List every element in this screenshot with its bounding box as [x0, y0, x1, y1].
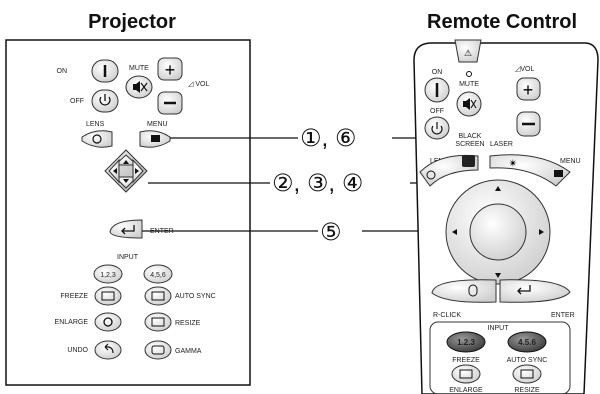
indicator-led [466, 71, 472, 77]
projector-lens-button[interactable] [81, 130, 113, 148]
projector-autosync-label: AUTO SYNC [175, 293, 216, 300]
projector-resize-label: RESIZE [175, 320, 201, 327]
remote-on-label: ON [432, 69, 443, 76]
freeze-icon [459, 369, 473, 379]
enter-icon [121, 225, 135, 235]
projector-off-label: OFF [70, 98, 84, 105]
callout-5: ⑤ [320, 219, 342, 246]
arrow-right-icon [539, 229, 544, 235]
remote-resize-label: RESIZE [514, 387, 540, 394]
plus-icon: + [523, 80, 534, 100]
menu-icon [151, 135, 160, 142]
power-off-icon [431, 122, 443, 135]
projector-gamma-label: GAMMA [175, 348, 202, 355]
remote-freeze-button[interactable] [451, 364, 481, 384]
remote-input-456-button[interactable] [507, 331, 547, 353]
remote-input-456-label: 4.5.6 [518, 338, 536, 347]
projector-autosync-button[interactable] [144, 286, 172, 306]
enter-icon [517, 285, 531, 295]
projector-lens-label: LENS [86, 121, 105, 128]
projector-dpad [104, 149, 148, 193]
remote-right-click-button[interactable] [431, 279, 497, 303]
projector-vol-up-button[interactable] [157, 57, 183, 81]
remote-dpad-center[interactable] [469, 203, 527, 261]
arrow-down-icon [495, 273, 501, 278]
remote-enter-button[interactable] [499, 279, 571, 303]
remote-vol-label: ◿VOL [515, 66, 535, 73]
arrow-left-icon [113, 168, 117, 174]
projector-dpad-center [104, 149, 148, 193]
remote-vol-up-button[interactable] [516, 77, 541, 101]
resize-icon [151, 317, 165, 327]
arrow-left-icon [452, 229, 457, 235]
laser-icon: ✴ [508, 158, 517, 170]
remote-autosync-label: AUTO SYNC [507, 357, 548, 364]
remote-heading: Remote Control [427, 11, 577, 33]
projector-enter-button[interactable] [109, 219, 143, 239]
gamma-icon [151, 345, 165, 355]
projector-input-456-label: 4,5,6 [150, 272, 166, 279]
projector-enlarge-button[interactable] [94, 312, 122, 332]
projector-input-123-button[interactable] [93, 264, 123, 284]
freeze-icon [101, 291, 115, 301]
projector-freeze-label: FREEZE [60, 293, 88, 300]
arrow-down-icon [123, 179, 129, 183]
projector-input-123-label: 1,2,3 [100, 272, 116, 279]
remote-lens-btn-label: B [466, 159, 471, 166]
remote-black-label-2: SCREEN [455, 141, 484, 148]
projector-mute-label: MUTE [129, 65, 149, 72]
remote-off-label: OFF [430, 108, 444, 115]
remote-menu-label: MENU [560, 158, 581, 165]
projector-undo-label: UNDO [67, 347, 88, 354]
magnify-icon [103, 317, 113, 327]
undo-icon [104, 343, 114, 354]
projector-vol-label: ◿ VOL [188, 81, 209, 88]
remote-input-123-button[interactable] [446, 331, 486, 353]
remote-laser-window [454, 39, 482, 63]
remote-autosync-button[interactable] [512, 364, 542, 384]
speaker-mute-icon [463, 98, 477, 110]
remote-laser-button[interactable] [489, 154, 571, 187]
remote-enter-label: ENTER [551, 312, 575, 319]
arrow-right-icon [135, 168, 139, 174]
remote-black-label-1: BLACK [459, 133, 482, 140]
projector-input-label: INPUT [117, 254, 139, 261]
projector-heading: Projector [88, 11, 176, 33]
plus-icon: + [165, 60, 176, 80]
remote-enlarge-label: ENLARGE [449, 387, 483, 394]
projector-enlarge-label: ENLARGE [55, 319, 89, 326]
remote-mute-label: MUTE [459, 81, 479, 88]
lens-icon [426, 170, 436, 180]
remote-laser-label: LASER [490, 141, 513, 148]
arrow-up-icon [123, 160, 129, 164]
arrow-up-icon [495, 186, 501, 191]
mouse-icon [468, 284, 478, 297]
projector-resize-button[interactable] [144, 312, 172, 332]
auto-sync-icon [520, 369, 534, 379]
auto-sync-icon [151, 291, 165, 301]
power-off-icon [99, 94, 111, 106]
lens-icon [92, 134, 102, 144]
callout-1-6: ①, ⑥ [300, 125, 356, 152]
projector-on-label: ON [57, 68, 68, 75]
remote-rclick-label: R-CLICK [433, 312, 461, 319]
projector-gamma-button[interactable] [144, 340, 172, 360]
remote-freeze-label: FREEZE [452, 357, 480, 364]
remote-input-label: INPUT [488, 325, 510, 332]
menu-icon [554, 170, 563, 177]
projector-panel-frame [5, 39, 251, 386]
remote-left-click-button[interactable] [462, 155, 475, 167]
remote-control: ⚠ ON MUTE ◿VOL + OFF BLACK SCREEN LASER [413, 39, 599, 394]
laser-warning-icon: ⚠ [464, 48, 472, 58]
remote-input-group [429, 321, 571, 394]
projector-menu-label: MENU [147, 121, 168, 128]
remote-input-123-label: 1.2.3 [457, 338, 475, 347]
callout-2-3-4: ②, ③, ④ [272, 170, 363, 197]
projector-panel: ON OFF MUTE + ◿ VOL LENS MENU [5, 39, 251, 386]
projector-freeze-button[interactable] [94, 286, 122, 306]
speaker-mute-icon [133, 81, 148, 93]
projector-input-456-button[interactable] [143, 264, 173, 284]
